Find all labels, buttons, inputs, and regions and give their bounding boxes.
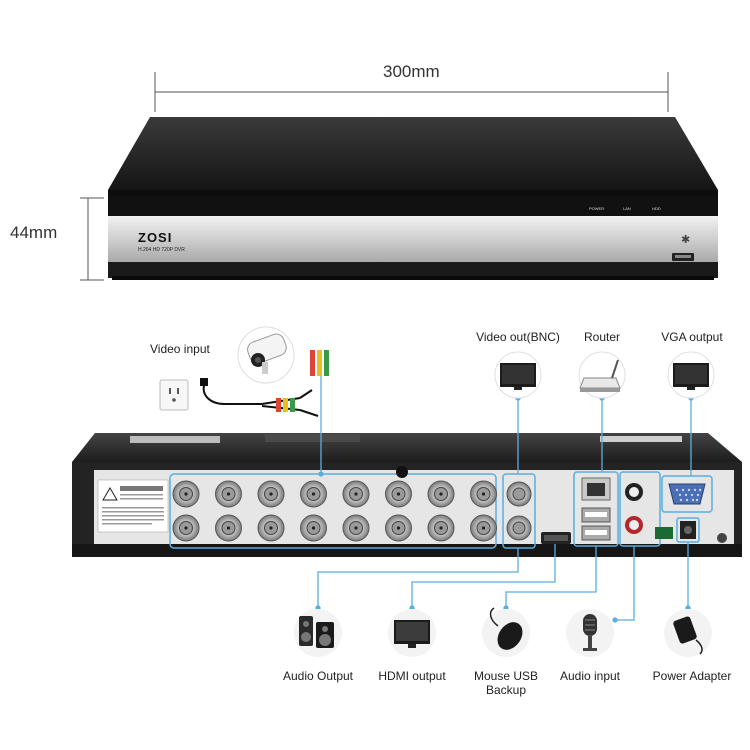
label-hdmi-output: HDMI output [378, 669, 446, 683]
bnc-connector [215, 480, 242, 508]
bnc-connector [215, 514, 242, 542]
video-out-bnc-connector [506, 515, 532, 541]
dvr-front-unit: ✱ [108, 117, 718, 280]
hdmi-monitor-icon [388, 609, 436, 657]
video-out-bnc-connector [506, 481, 532, 507]
height-dimension [80, 197, 104, 281]
label-video-input: Video input [150, 342, 210, 356]
microphone-icon [566, 609, 614, 657]
callout-lines [315, 356, 694, 623]
bnc-connector [342, 514, 370, 542]
bnc-connector [300, 514, 327, 542]
bnc-connector [470, 514, 497, 542]
bnc-connector-grid [172, 480, 532, 542]
monitor-vga-icon [667, 351, 715, 399]
indicator-hdd: HDD [652, 206, 661, 211]
label-router: Router [583, 330, 621, 344]
power-adapter-icon [664, 609, 712, 657]
bnc-connector [172, 514, 200, 542]
mouse-icon [482, 607, 530, 657]
indicator-lan: LAN [623, 206, 631, 211]
bnc-connector [257, 480, 285, 508]
height-dimension-label: 44mm [10, 223, 58, 242]
terminal-block [655, 527, 673, 539]
power-outlet-icon [159, 379, 189, 411]
bnc-connector [172, 480, 200, 508]
bnc-connector [385, 480, 412, 508]
label-video-out-bnc: Video out(BNC) [476, 330, 560, 344]
bnc-connector [385, 514, 412, 542]
brand-logo: ZOSI [138, 230, 173, 245]
bnc-connector [300, 480, 327, 508]
bnc-connector [427, 480, 455, 508]
camera-icon [237, 326, 295, 384]
label-audio-output: Audio Output [282, 669, 354, 683]
label-vga-output: VGA output [661, 330, 723, 344]
indicator-power: POWER [589, 206, 605, 211]
video-cable-icon [200, 350, 329, 417]
video-input-bnc-highlight [169, 473, 497, 549]
ground-screw [717, 533, 727, 543]
width-dimension [154, 72, 669, 112]
monitor-bnc-icon [494, 351, 542, 399]
svg-text:✱: ✱ [681, 233, 690, 246]
vga-port [668, 483, 706, 505]
label-mouse-usb-backup: Mouse USB Backup [473, 669, 539, 697]
label-audio-input: Audio input [559, 669, 621, 683]
vga-highlight [661, 475, 713, 513]
bnc-connector [342, 480, 370, 508]
bnc-connector [470, 480, 497, 508]
router-icon [578, 351, 626, 399]
video-out-highlight [502, 473, 536, 549]
label-power-adapter: Power Adapter [652, 669, 732, 683]
speaker-icon [294, 609, 342, 657]
audio-highlight [619, 471, 661, 547]
bnc-connector [257, 514, 285, 542]
width-dimension-label: 300mm [383, 62, 440, 81]
bnc-connector [427, 514, 455, 542]
model-label: H.264 HD 720P DVR [138, 247, 185, 253]
